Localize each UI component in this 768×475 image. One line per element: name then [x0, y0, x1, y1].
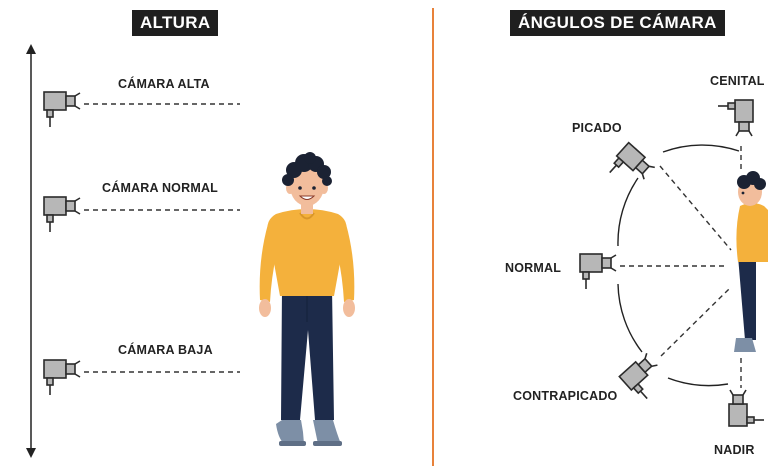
label-contrapicado: CONTRAPICADO — [513, 389, 618, 403]
ray-picado — [659, 165, 732, 251]
camera-icon-contrapicado — [618, 351, 671, 404]
title-altura: ALTURA — [132, 10, 219, 36]
person-figure-right — [734, 171, 768, 352]
camera-icon-baja — [43, 359, 81, 396]
arc-cenital-picado — [662, 144, 740, 153]
camera-icon-normal — [43, 196, 81, 233]
camera-icon-nadir — [728, 389, 765, 427]
label-camara-baja: CÁMARA BAJA — [118, 343, 213, 357]
label-cenital: CENITAL — [710, 74, 765, 88]
label-camara-alta: CÁMARA ALTA — [118, 77, 210, 91]
height-scale-arrow — [26, 44, 36, 458]
label-camara-normal: CÁMARA NORMAL — [102, 181, 219, 195]
person-figure-left — [259, 152, 355, 446]
arc-normal-contrapicado — [617, 283, 643, 353]
title-angulos: ÁNGULOS DE CÁMARA — [510, 10, 725, 36]
camera-icon-cenital — [717, 99, 754, 137]
label-normal: NORMAL — [505, 261, 562, 275]
camera-icon-normal-angle — [579, 253, 617, 290]
label-picado: PICADO — [572, 121, 622, 135]
arc-picado-normal — [617, 177, 639, 247]
camera-icon-alta — [43, 91, 81, 128]
arc-contrapicado-nadir — [667, 377, 729, 387]
ray-contrapicado — [660, 287, 731, 357]
label-nadir: NADIR — [714, 443, 755, 457]
camera-icon-picado — [604, 141, 657, 194]
